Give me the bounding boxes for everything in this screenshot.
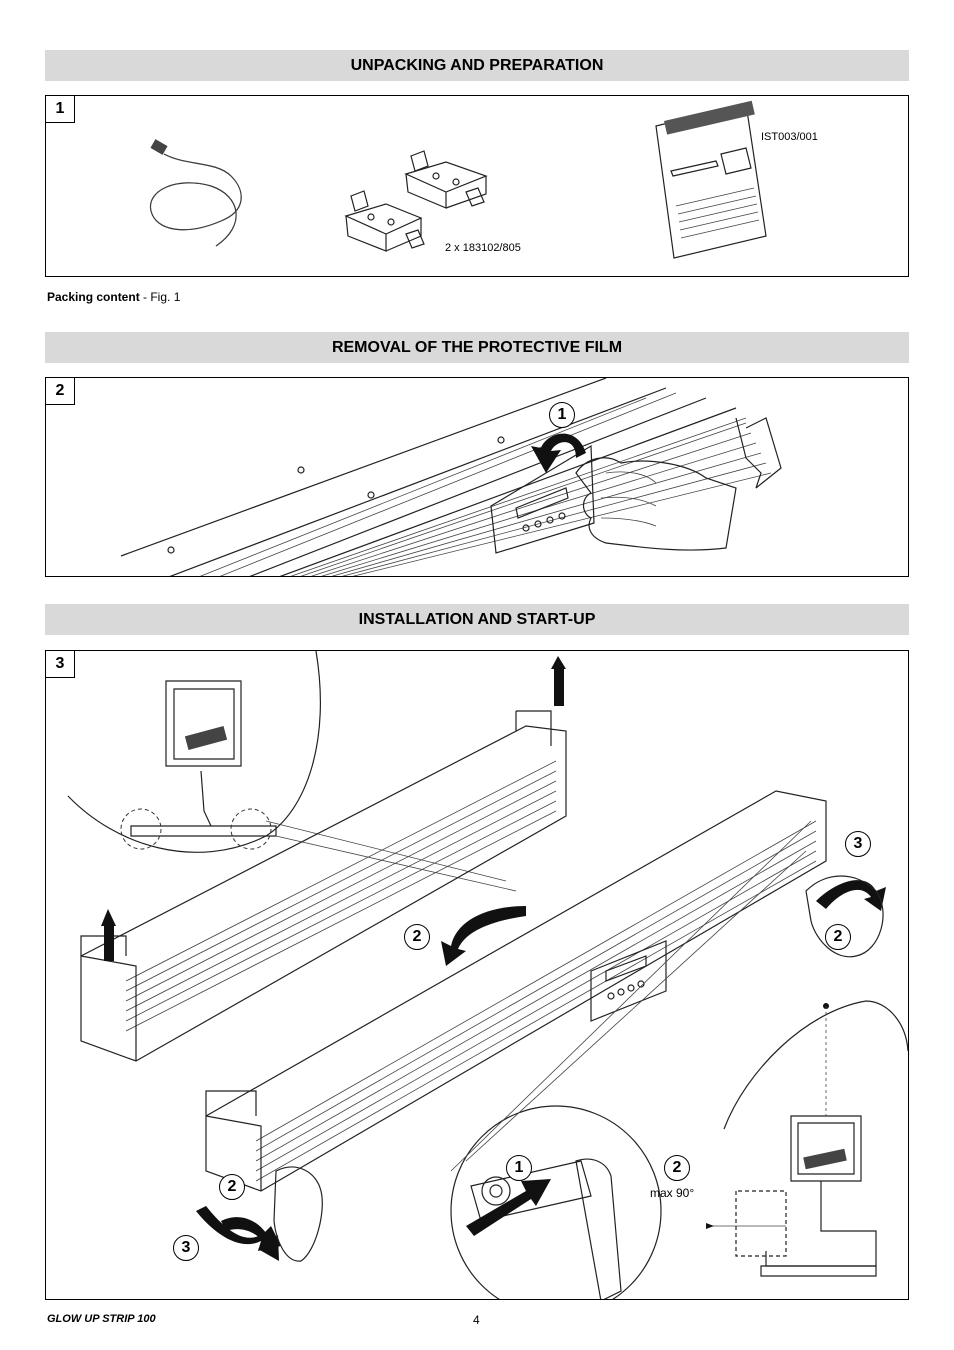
section-title-film: REMOVAL OF THE PROTECTIVE FILM — [45, 332, 909, 363]
figure-3-frame: 3 — [45, 650, 909, 1300]
light-strip-back-icon — [80, 656, 567, 1062]
figure-number-1: 1 — [46, 96, 75, 123]
callout-2-right: 2 — [825, 924, 851, 950]
installation-illustration — [67, 651, 908, 1299]
display-panel-icon — [490, 444, 595, 554]
callout-3-left: 3 — [173, 1235, 199, 1261]
rotate-arrow-icon — [196, 880, 886, 1261]
caption-bold: Packing content — [47, 290, 140, 304]
callout-1: 1 — [549, 402, 575, 428]
figure-2-frame: 2 1 — [45, 377, 909, 577]
film-removal-illustration — [120, 378, 782, 576]
tilt-detail-icon — [706, 1000, 908, 1277]
light-strip-icon — [120, 378, 782, 576]
figure-number-2: 2 — [46, 378, 75, 405]
cable-icon — [149, 139, 242, 247]
callout-2-left: 2 — [219, 1174, 245, 1200]
footer-product-name: GLOW UP STRIP 100 — [47, 1313, 156, 1325]
bracket-icon — [344, 150, 488, 252]
callout-3-right: 3 — [845, 831, 871, 857]
max-angle-label: max 90° — [650, 1186, 695, 1200]
hand-icon — [575, 457, 737, 551]
figure-1-frame: 1 2 x 1 — [45, 95, 909, 277]
figure-1-caption: Packing content - Fig. 1 — [47, 290, 180, 304]
figure-number-3: 3 — [46, 651, 75, 678]
hand-icon — [273, 875, 884, 1262]
caption-rest: - Fig. 1 — [139, 290, 181, 304]
foot-detail-magnifier-icon — [67, 651, 517, 892]
manual-icon — [655, 100, 767, 259]
handle-detail-magnifier-icon — [450, 820, 812, 1299]
peel-arrow-icon — [531, 433, 586, 473]
section-title-unpacking: UNPACKING AND PREPARATION — [45, 50, 909, 81]
footer-page-number: 4 — [473, 1313, 480, 1327]
section-title-install: INSTALLATION AND START-UP — [45, 604, 909, 635]
light-strip-front-icon — [205, 790, 827, 1192]
packing-content-illustration — [149, 100, 767, 259]
bracket-part-code: 2 x 183102/805 — [445, 242, 521, 254]
manual-part-code: IST003/001 — [761, 131, 818, 143]
callout-1-zoom: 1 — [506, 1155, 532, 1181]
callout-2-tilt: 2 — [664, 1155, 690, 1181]
callout-2-middle: 2 — [404, 924, 430, 950]
